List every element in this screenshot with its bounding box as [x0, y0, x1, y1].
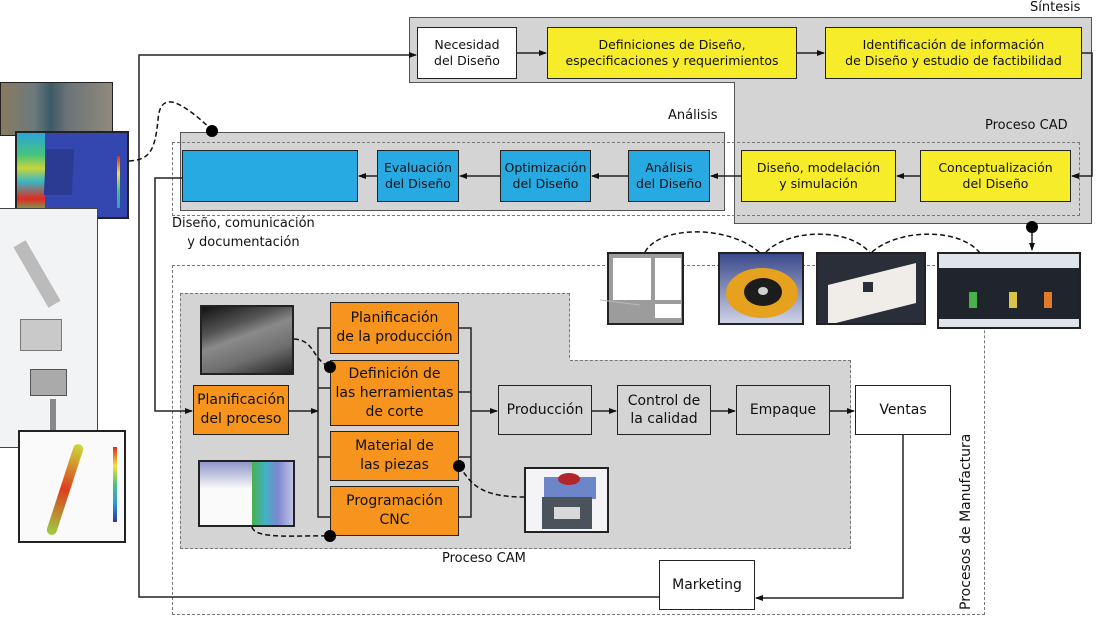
definiciones-diseno-box[interactable]: Definiciones de Diseño, especificaciones…	[547, 27, 797, 79]
ventas-box[interactable]: Ventas	[855, 385, 951, 435]
planificacion-proceso-box[interactable]: Planificación del proceso	[193, 385, 289, 435]
sem-tool-micrograph	[200, 305, 294, 375]
evaluacion-diseno-box[interactable]: Evaluación del Diseño	[377, 150, 459, 202]
brake-disc-model	[718, 252, 804, 325]
fixture-assembly-model	[524, 467, 609, 533]
sintesis-label: Síntesis	[1030, 0, 1081, 15]
machine-assembly-drawing	[0, 208, 98, 448]
proceso-cad-label: Proceso CAD	[985, 118, 1068, 133]
machining-simulation-plot	[198, 460, 295, 527]
proceso-cam-label: Proceso CAM	[442, 551, 526, 566]
building-wall-model	[816, 252, 926, 325]
definicion-herramientas-box[interactable]: Definición de las herramientas de corte	[330, 360, 459, 426]
software-dialog-screenshot	[607, 252, 684, 325]
optimizacion-diseno-box[interactable]: Optimización del Diseño	[500, 150, 591, 202]
modelacion-simulacion-box[interactable]: Diseño, modelación y simulación	[741, 150, 896, 202]
programacion-cnc-box[interactable]: Programación CNC	[330, 486, 459, 536]
documentacion-label: Diseño, comunicación y documentación	[172, 216, 315, 250]
necesidad-diseno-box[interactable]: Necesidad del Diseño	[417, 27, 517, 79]
produccion-box[interactable]: Producción	[498, 385, 592, 435]
analisis-label: Análisis	[668, 108, 718, 123]
planificacion-produccion-box[interactable]: Planificación de la producción	[330, 302, 459, 354]
fea-stress-plot	[15, 131, 129, 219]
analisis-diseno-box[interactable]: Análisis del Diseño	[628, 150, 710, 202]
cad-drawing-screenshot	[937, 252, 1081, 329]
identificacion-informacion-box[interactable]: Identificación de información de Diseño …	[825, 27, 1082, 79]
femur-fea-plot	[18, 430, 126, 543]
empaque-box[interactable]: Empaque	[736, 385, 830, 435]
control-calidad-box[interactable]: Control de la calidad	[617, 385, 711, 435]
welded-part-photo	[0, 82, 113, 136]
conceptualizacion-box[interactable]: Conceptualización del Diseño	[920, 150, 1071, 202]
marketing-box[interactable]: Marketing	[659, 560, 755, 610]
procesos-manufactura-label: Procesos de Manufactura	[958, 433, 974, 610]
material-piezas-box[interactable]: Material de las piezas	[330, 431, 459, 481]
documentacion-box[interactable]	[182, 150, 358, 202]
